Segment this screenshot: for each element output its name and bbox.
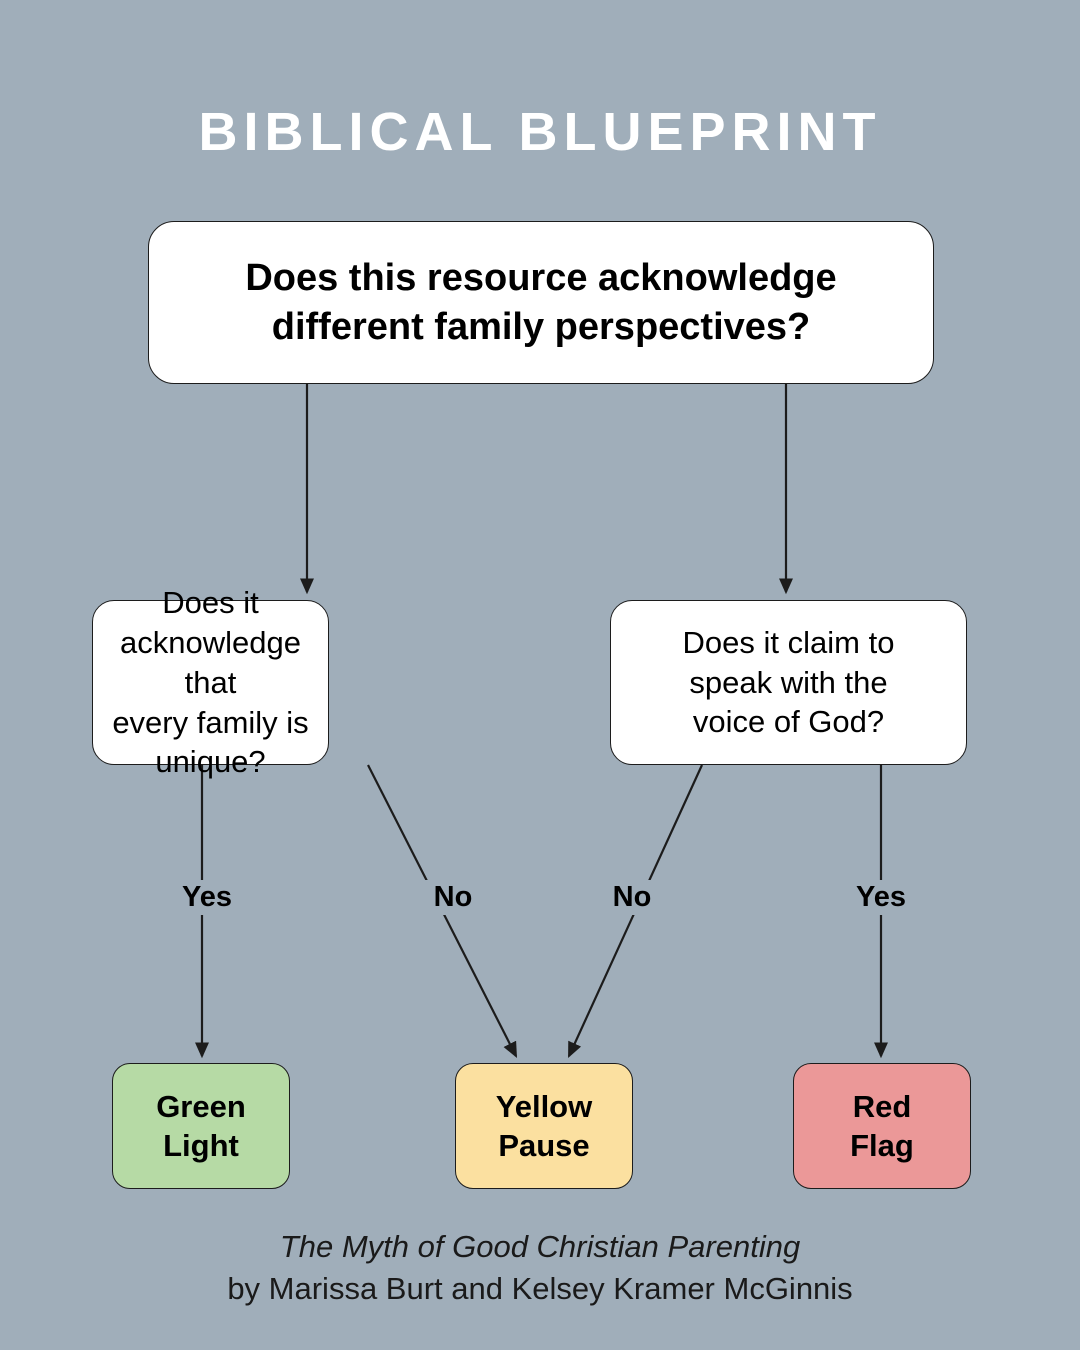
node-root-question[interactable]: Does this resource acknowledge different… <box>148 221 934 384</box>
edge-label-no-voice: No <box>591 880 673 915</box>
node-root-label: Does this resource acknowledge different… <box>245 256 837 348</box>
footer-book-title: The Myth of Good Christian Parenting <box>279 1229 801 1264</box>
footer: The Myth of Good Christian Parenting by … <box>0 1226 1080 1310</box>
node-yellow-pause-label: Yellow Pause <box>495 1088 593 1163</box>
footer-authors: by Marissa Burt and Kelsey Kramer McGinn… <box>227 1270 853 1306</box>
edge-label-no-unique: No <box>412 880 494 915</box>
node-voice-of-god-question[interactable]: Does it claim to speak with the voice of… <box>610 600 967 765</box>
node-green-light-label: Green Light <box>156 1088 246 1163</box>
edge-label-yes-voice: Yes <box>836 880 926 915</box>
edge-label-yes-unique: Yes <box>162 880 252 915</box>
page-title: BIBLICAL BLUEPRINT <box>198 102 882 162</box>
node-outcome-red-flag[interactable]: Red Flag <box>793 1063 971 1189</box>
node-family-unique-question[interactable]: Does it acknowledge that every family is… <box>92 585 329 779</box>
node-outcome-green-light[interactable]: Green Light <box>112 1063 290 1189</box>
node-outcome-yellow-pause[interactable]: Yellow Pause <box>455 1063 633 1189</box>
node-voice-of-god-label: Does it claim to speak with the voice of… <box>682 624 895 740</box>
node-family-unique-label: Does it acknowledge that every family is… <box>112 584 309 780</box>
node-red-flag-label: Red Flag <box>850 1088 914 1163</box>
